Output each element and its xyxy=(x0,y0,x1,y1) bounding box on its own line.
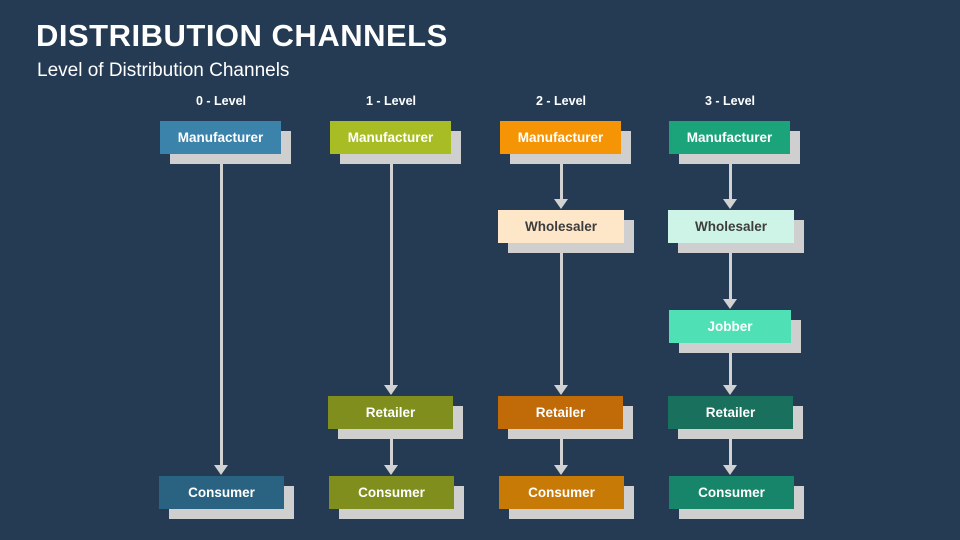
node-label: Manufacturer xyxy=(177,130,264,145)
node-level-3-jobber[interactable]: Jobber xyxy=(669,310,791,343)
node-label: Jobber xyxy=(707,319,753,334)
arrowhead-icon xyxy=(384,385,398,395)
node-label: Wholesaler xyxy=(694,219,768,234)
node-level-3-retailer[interactable]: Retailer xyxy=(668,396,793,429)
connector-level-3-jobber-to-retailer xyxy=(728,343,732,388)
arrowhead-icon xyxy=(554,199,568,209)
node-label: Retailer xyxy=(535,405,586,420)
node-level-1-retailer[interactable]: Retailer xyxy=(328,396,453,429)
connector-level-2-retailer-to-consumer xyxy=(559,429,563,468)
column-header-level-0: 0 - Level xyxy=(195,94,247,108)
arrowhead-icon xyxy=(723,199,737,209)
node-label: Consumer xyxy=(698,485,765,500)
node-level-2-consumer[interactable]: Consumer xyxy=(499,476,624,509)
connector-level-3-wholesaler-to-jobber xyxy=(728,243,732,302)
column-header-level-3: 3 - Level xyxy=(704,94,756,108)
page-subtitle: Level of Distribution Channels xyxy=(37,60,290,81)
arrowhead-icon xyxy=(723,465,737,475)
node-label: Retailer xyxy=(365,405,416,420)
node-level-2-retailer[interactable]: Retailer xyxy=(498,396,623,429)
node-label: Manufacturer xyxy=(686,130,773,145)
node-label: Consumer xyxy=(188,485,255,500)
node-level-3-wholesaler[interactable]: Wholesaler xyxy=(668,210,794,243)
node-label: Manufacturer xyxy=(347,130,434,145)
connector-level-1-retailer-to-consumer xyxy=(389,429,393,468)
node-level-2-manufacturer[interactable]: Manufacturer xyxy=(500,121,621,154)
node-label: Manufacturer xyxy=(517,130,604,145)
connector-level-0-manufacturer-to-consumer xyxy=(219,154,223,468)
arrowhead-icon xyxy=(554,385,568,395)
node-level-3-consumer[interactable]: Consumer xyxy=(669,476,794,509)
connector-level-1-manufacturer-to-retailer xyxy=(389,154,393,388)
node-level-0-manufacturer[interactable]: Manufacturer xyxy=(160,121,281,154)
node-label: Consumer xyxy=(358,485,425,500)
arrowhead-icon xyxy=(554,465,568,475)
column-header-level-2: 2 - Level xyxy=(535,94,587,108)
arrowhead-icon xyxy=(723,299,737,309)
connector-level-2-wholesaler-to-retailer xyxy=(559,243,563,388)
node-label: Consumer xyxy=(528,485,595,500)
node-level-0-consumer[interactable]: Consumer xyxy=(159,476,284,509)
node-level-1-consumer[interactable]: Consumer xyxy=(329,476,454,509)
arrowhead-icon xyxy=(214,465,228,475)
node-level-3-manufacturer[interactable]: Manufacturer xyxy=(669,121,790,154)
node-level-1-manufacturer[interactable]: Manufacturer xyxy=(330,121,451,154)
node-level-2-wholesaler[interactable]: Wholesaler xyxy=(498,210,624,243)
page-title: DISTRIBUTION CHANNELS xyxy=(36,18,448,53)
column-header-level-1: 1 - Level xyxy=(365,94,417,108)
node-label: Wholesaler xyxy=(524,219,598,234)
node-label: Retailer xyxy=(705,405,756,420)
arrowhead-icon xyxy=(384,465,398,475)
connector-level-3-manufacturer-to-wholesaler xyxy=(728,154,732,202)
connector-level-3-retailer-to-consumer xyxy=(728,429,732,468)
arrowhead-icon xyxy=(723,385,737,395)
connector-level-2-manufacturer-to-wholesaler xyxy=(559,154,563,202)
